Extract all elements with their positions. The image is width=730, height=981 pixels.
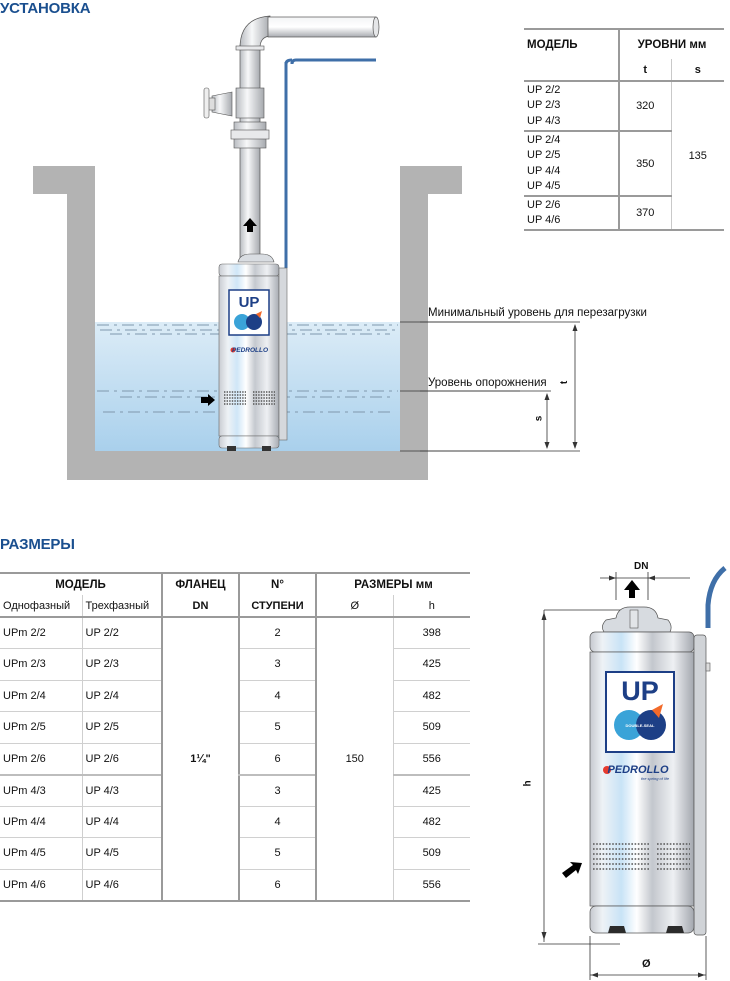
levels-header-t: t — [618, 59, 671, 82]
dim-header-three-phase: Трехфазный — [81, 595, 162, 618]
table-row: UPm 2/6 UP 2/6 6 556 — [0, 743, 470, 776]
table-row: UPm 2/4 UP 2/4 4 482 — [0, 680, 470, 712]
drain-level-label: Уровень опорожнения — [428, 377, 547, 389]
svg-text:PEDROLLO: PEDROLLO — [232, 347, 268, 354]
dim-header-single-phase: Однофазный — [0, 595, 82, 618]
up-logo: UP — [621, 676, 659, 706]
table-row: UPm 2/3 UP 2/3 3 425 — [0, 648, 470, 681]
discharge-arrow-icon — [624, 580, 640, 598]
dim-header-stages: СТУПЕНИ — [238, 595, 316, 618]
flow-up-arrow-icon — [243, 218, 257, 232]
pump-install: UP PEDROLLO — [201, 253, 288, 451]
installation-title: УСТАНОВКА — [0, 0, 91, 17]
dim-header-model: МОДЕЛЬ — [0, 572, 162, 595]
s-dimension-label: s — [533, 415, 545, 422]
levels-group-1-t: 320 — [618, 81, 671, 132]
levels-group-3-t: 370 — [618, 196, 671, 231]
h-label: h — [522, 780, 534, 787]
pump-dimension-drawing: UP DOUBLE-SEAL PEDROLLO the spring of li… — [538, 566, 727, 980]
table-row: UPm 4/4 UP 4/4 4 482 — [0, 806, 470, 838]
dim-header-flange: ФЛАНЕЦ — [161, 572, 239, 595]
power-cable — [290, 58, 376, 65]
dn-label: DN — [634, 561, 649, 572]
levels-group-2-t: 350 — [618, 131, 671, 197]
inlet-arrow-icon — [562, 862, 582, 878]
installation-diagram: UP PEDROLLO — [33, 15, 520, 480]
table-row: UPm 2/2 UP 2/2 1¼" 2 150 398 — [0, 617, 470, 902]
flange-value: 1¼" — [161, 617, 239, 902]
levels-group-3-models: UP 2/6 UP 4/6 — [524, 196, 619, 231]
diameter-label: Ø — [642, 958, 651, 970]
dim-header-h: h — [392, 595, 470, 618]
levels-table: МОДЕЛЬ УРОВНИ мм t s UP 2/2 UP 2/3 UP 4/… — [524, 28, 724, 231]
levels-header-levels: УРОВНИ мм — [618, 28, 724, 59]
t-dimension-label: t — [559, 380, 571, 385]
dim-header-diameter: Ø — [315, 595, 393, 618]
svg-text:DOUBLE-SEAL: DOUBLE-SEAL — [626, 723, 655, 728]
tank-walls — [33, 166, 462, 480]
levels-header-model: МОДЕЛЬ — [524, 28, 619, 59]
svg-text:the spring of life: the spring of life — [641, 776, 670, 781]
levels-group-1-models: UP 2/2 UP 2/3 UP 4/3 — [524, 81, 619, 132]
table-row: UPm 4/3 UP 4/3 3 425 — [0, 774, 470, 807]
dim-header-dn: DN — [161, 595, 239, 618]
table-row: UPm 2/5 UP 2/5 5 509 — [0, 711, 470, 744]
dimensions-title: РАЗМЕРЫ — [0, 536, 75, 553]
svg-text:UP: UP — [239, 294, 260, 311]
levels-header-s: s — [670, 59, 724, 82]
diameter-value: 150 — [315, 617, 393, 902]
levels-s-value: 135 — [670, 81, 724, 231]
dim-header-stages-top: N° — [238, 572, 316, 595]
dim-header-sizes: РАЗМЕРЫ мм — [315, 572, 470, 595]
min-level-label: Минимальный уровень для перезагрузки — [428, 307, 647, 319]
inlet-arrow-icon — [201, 394, 215, 406]
pedrollo-logo: PEDROLLO — [607, 764, 669, 776]
levels-group-2-models: UP 2/4 UP 2/5 UP 4/4 UP 4/5 — [524, 131, 619, 197]
table-row: UPm 4/6 UP 4/6 6 556 — [0, 869, 470, 902]
level-dimension-arrows — [420, 321, 580, 452]
table-row: UPm 4/5 UP 4/5 5 509 — [0, 837, 470, 870]
dimensions-table: МОДЕЛЬ ФЛАНЕЦ N° РАЗМЕРЫ мм Однофазный Т… — [0, 572, 470, 902]
